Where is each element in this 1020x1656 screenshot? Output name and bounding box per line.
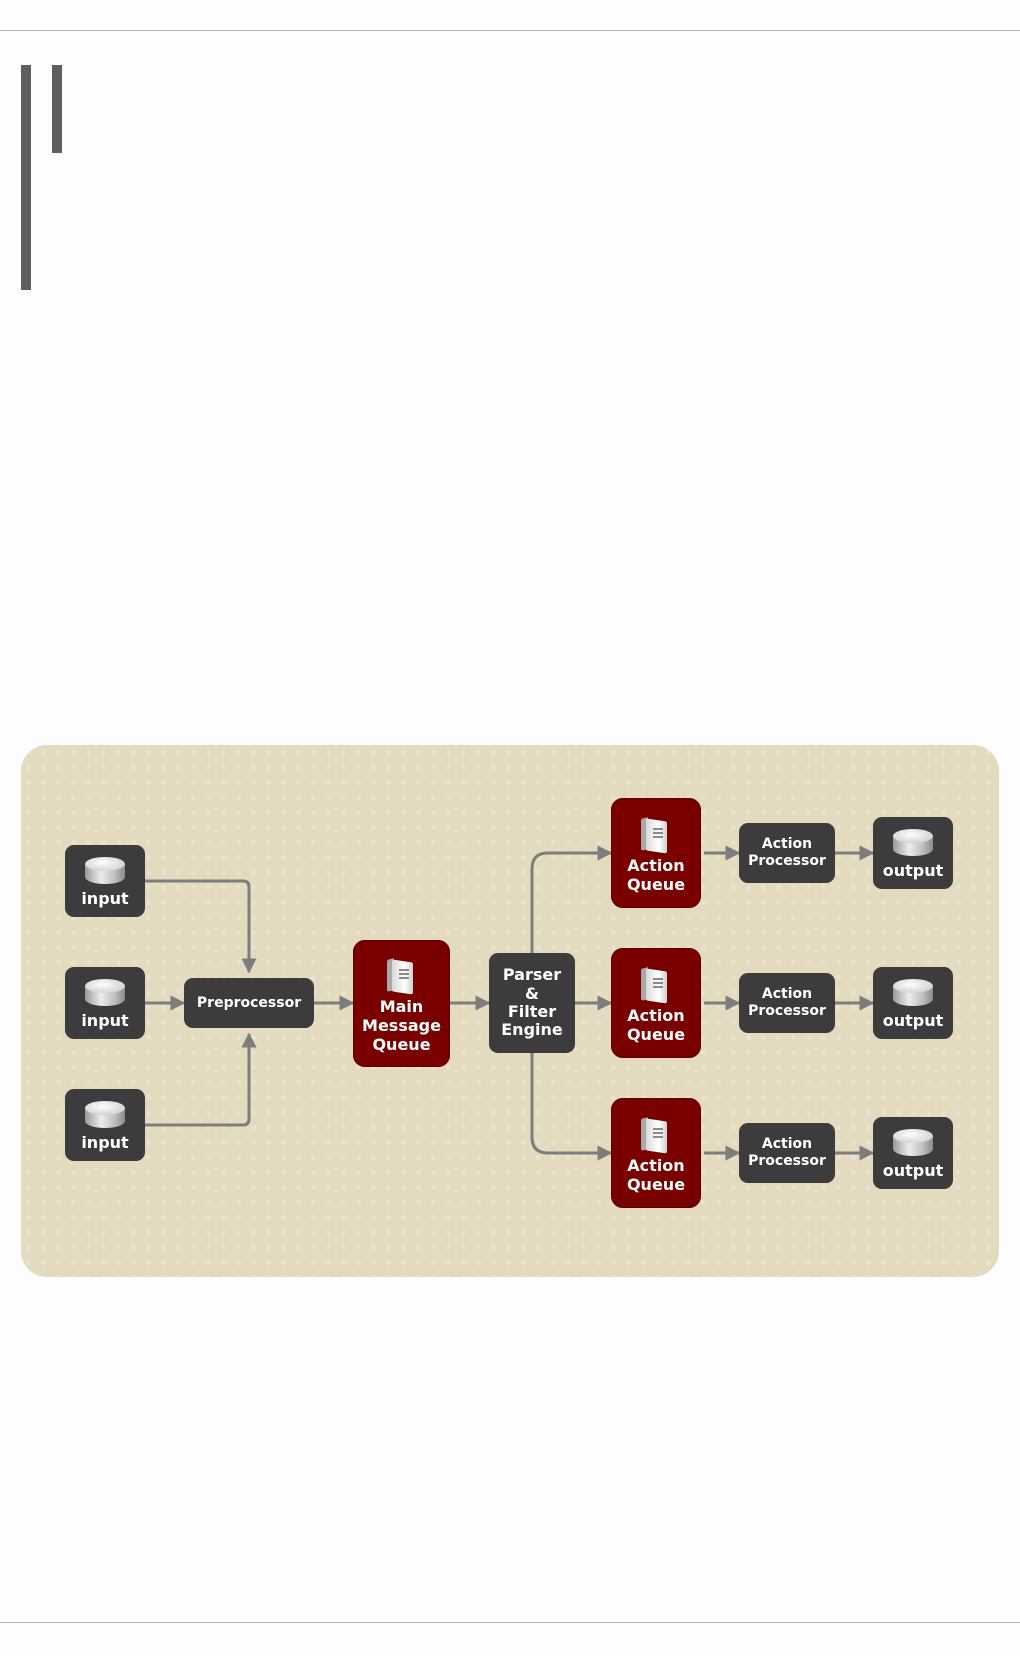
database-icon <box>85 857 125 887</box>
action-queue-line1: Action <box>627 855 685 875</box>
preprocessor-node: Preprocessor <box>184 978 314 1028</box>
connector-engine-queue1 <box>530 845 613 953</box>
input-node: input <box>65 967 145 1039</box>
input-node: input <box>65 1089 145 1161</box>
bottom-divider <box>0 1622 1020 1623</box>
database-icon <box>893 1129 933 1159</box>
connector-layer <box>145 845 875 1161</box>
database-icon <box>893 979 933 1009</box>
action-queue-line2: Queue <box>626 875 686 894</box>
database-icon <box>893 829 933 859</box>
main-queue-line2: Message <box>362 1015 441 1035</box>
parser-filter-engine-node: Parser & Filter Engine <box>489 953 575 1053</box>
main-queue-line3: Queue <box>372 1035 431 1055</box>
action-queue-line1: Action <box>627 1155 685 1175</box>
server-icon <box>641 966 671 1004</box>
action-queue-line2: Queue <box>626 1175 686 1194</box>
action-processor-line1: Action <box>761 836 813 853</box>
connector-input1-preprocessor <box>145 879 257 974</box>
action-processor-line2: Processor <box>748 853 826 869</box>
input-label: input <box>81 889 129 909</box>
action-processor-line1: Action <box>761 986 813 1003</box>
engine-line3: Filter <box>507 1002 557 1021</box>
server-icon <box>386 957 417 995</box>
main-message-queue-node: Main Message Queue <box>353 940 450 1067</box>
input-label: input <box>81 1011 129 1031</box>
action-processor-line2: Processor <box>748 1153 826 1169</box>
output-label: output <box>882 1011 944 1031</box>
action-processor-line2: Processor <box>748 1003 826 1019</box>
server-icon <box>641 816 671 854</box>
action-queue-line2: Queue <box>626 1025 686 1044</box>
rsyslog-message-flow-diagram: input input input Preprocessor Main Mess… <box>21 745 999 1277</box>
engine-line1: Parser <box>502 965 562 985</box>
output-node: output <box>873 1117 953 1189</box>
database-icon <box>85 979 125 1009</box>
connector-input3-preprocessor <box>145 1032 257 1127</box>
action-queue-line1: Action <box>627 1005 685 1025</box>
server-icon <box>641 1116 671 1154</box>
database-icon <box>85 1101 125 1131</box>
output-label: output <box>882 1161 944 1181</box>
blockquote-bar-inner <box>52 65 62 153</box>
action-processor-node: Action Processor <box>739 973 835 1033</box>
action-queue-node: Action Queue <box>611 798 701 908</box>
action-queue-node: Action Queue <box>611 1098 701 1208</box>
connector-engine-queue3 <box>530 1053 613 1161</box>
top-divider <box>0 30 1020 31</box>
output-node: output <box>873 967 953 1039</box>
engine-line4: Engine <box>501 1020 563 1040</box>
action-queue-node: Action Queue <box>611 948 701 1058</box>
output-node: output <box>873 817 953 889</box>
input-node: input <box>65 845 145 917</box>
preprocessor-label: Preprocessor <box>196 994 302 1011</box>
action-processor-node: Action Processor <box>739 823 835 883</box>
action-processor-line1: Action <box>761 1136 813 1153</box>
main-queue-line1: Main <box>379 996 424 1016</box>
action-processor-node: Action Processor <box>739 1123 835 1183</box>
output-label: output <box>882 861 944 881</box>
engine-line2: & <box>525 983 539 1003</box>
input-label: input <box>81 1133 129 1153</box>
blockquote-bar-outer <box>21 65 31 290</box>
